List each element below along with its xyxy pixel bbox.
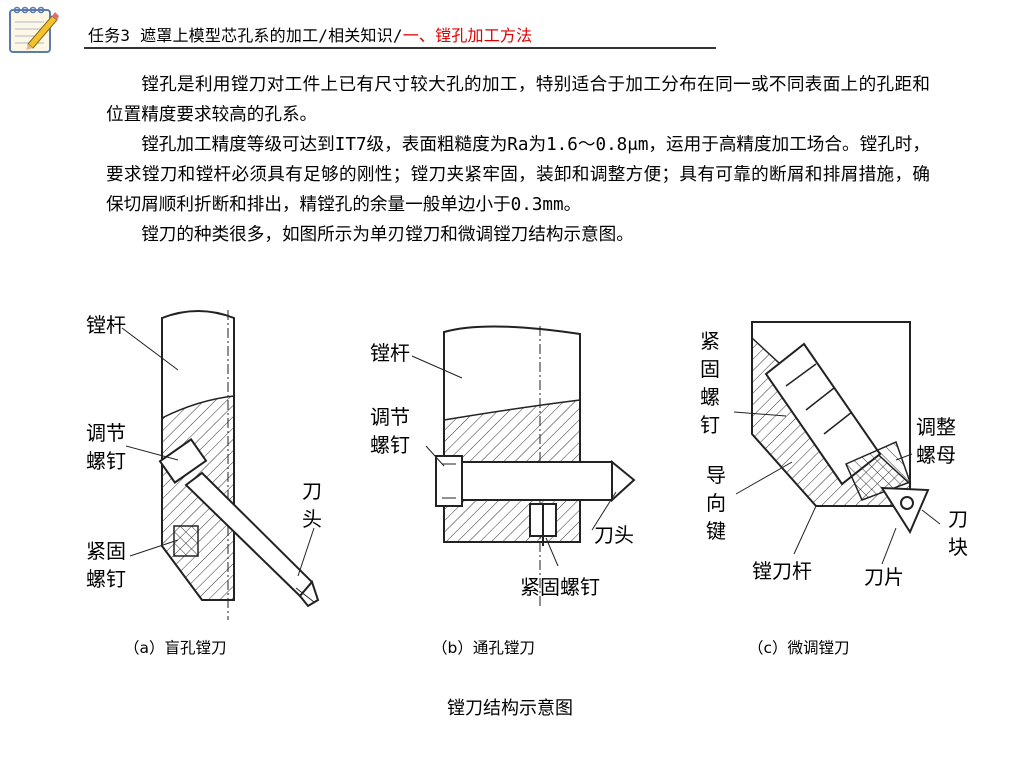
notebook-pencil-icon	[9, 6, 59, 53]
header-divider	[84, 47, 716, 49]
label-adjust-screw-b-2: 螺钉	[370, 433, 410, 457]
paragraph-1: 镗孔是利用镗刀对工件上已有尺寸较大孔的加工，特别适合于加工分布在同一或不同表面上…	[106, 75, 930, 125]
label-guide-key-c-3: 键	[706, 519, 726, 543]
figure-main-caption: 镗刀结构示意图	[447, 698, 573, 719]
slide-header: 任务3 遮罩上模型芯孔系的加工/相关知识/一、镗孔加工方法	[0, 0, 1024, 60]
caption-figure-a: （a）盲孔镗刀	[124, 639, 227, 657]
label-tool-block-c-1: 刀	[948, 507, 968, 531]
figure-micro-adjust-boring-tool: 紧 固 螺 钉 导 向 键 调整 螺母 刀 块 镗刀杆 刀片	[696, 314, 996, 604]
label-clamp-screw-b: 紧固螺钉	[520, 575, 600, 599]
label-adjust-nut-c-1: 调整	[916, 415, 956, 439]
label-tool-tip-b: 刀头	[594, 523, 634, 547]
label-tool-tip-a-1: 刀	[302, 479, 322, 503]
label-tool-block-c-2: 块	[948, 535, 968, 559]
label-clamp-screw-c-1: 紧	[700, 329, 720, 353]
label-adjust-nut-c-2: 螺母	[916, 443, 956, 467]
label-clamp-screw-c-2: 固	[700, 357, 720, 381]
label-guide-key-c-1: 导	[706, 463, 726, 487]
figure-blind-hole-boring-tool: 镗杆 调节 螺钉 紧固 螺钉 刀 头	[78, 300, 338, 630]
label-adjust-screw-a-2: 螺钉	[86, 449, 126, 473]
label-adjust-screw-a-1: 调节	[86, 421, 126, 445]
caption-figure-c: （c）微调镗刀	[748, 639, 850, 657]
paragraph-3: 镗刀的种类很多，如图所示为单刃镗刀和微调镗刀结构示意图。	[141, 225, 634, 245]
paragraph-2: 镗孔加工精度等级可达到IT7级，表面粗糙度为Ra为1.6～0.8μm，运用于高精…	[106, 135, 930, 215]
label-tool-tip-a-2: 头	[302, 507, 322, 531]
breadcrumb-current: 一、镗孔加工方法	[402, 26, 533, 45]
label-clamp-screw-a-1: 紧固	[86, 539, 126, 563]
label-boring-bar-a: 镗杆	[86, 313, 126, 337]
breadcrumb: 任务3 遮罩上模型芯孔系的加工/相关知识/一、镗孔加工方法	[88, 22, 532, 46]
label-clamp-screw-c-4: 钉	[700, 413, 720, 437]
label-adjust-screw-b-1: 调节	[370, 405, 410, 429]
label-tool-bar-c: 镗刀杆	[752, 559, 812, 583]
caption-figure-b: （b）通孔镗刀	[432, 639, 535, 657]
label-boring-bar-b: 镗杆	[370, 341, 410, 365]
label-clamp-screw-a-2: 螺钉	[86, 567, 126, 591]
figure-through-hole-boring-tool: 镗杆 调节 螺钉 刀头 紧固螺钉	[366, 316, 656, 616]
body-text: 镗孔是利用镗刀对工件上已有尺寸较大孔的加工，特别适合于加工分布在同一或不同表面上…	[106, 70, 930, 250]
label-guide-key-c-2: 向	[706, 491, 726, 515]
label-clamp-screw-c-3: 螺	[700, 385, 720, 409]
breadcrumb-path: 任务3 遮罩上模型芯孔系的加工/相关知识/	[88, 26, 403, 45]
label-insert-c: 刀片	[864, 565, 904, 589]
label-clamp-screw-c: 紧 固 螺 钉	[700, 329, 720, 437]
label-guide-key-c: 导 向 键	[706, 463, 726, 543]
